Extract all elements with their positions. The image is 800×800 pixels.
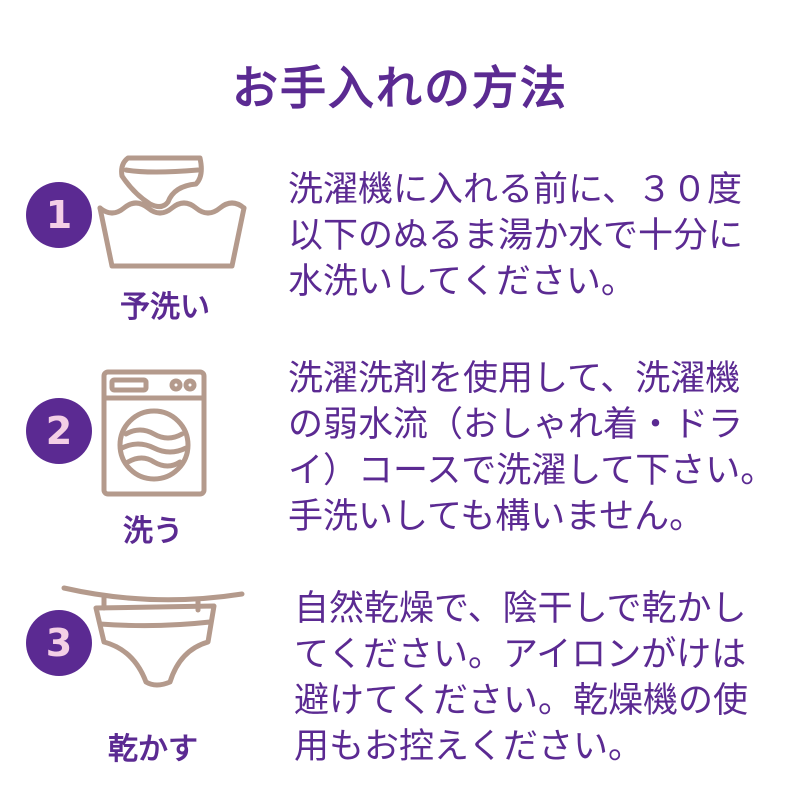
description-line: の弱水流（おしゃれ着・ドラ [288,405,744,445]
step-number-badge: 1 [26,182,92,248]
description-line: てください。アイロンがけは [294,635,747,675]
step-description: 洗濯洗剤を使用して、洗濯機 の弱水流（おしゃれ着・ドラ イ）コースで洗濯して下さ… [288,356,775,540]
basin-with-garment-icon [97,155,247,269]
step-2: 2 洗う 洗濯洗剤を使用して、洗濯機 の弱水流（おしゃれ着・ドラ イ）コースで洗… [0,0,800,549]
description-line: 洗濯機に入れる前に、３０度 [288,170,742,210]
step-caption: 予洗い [120,290,210,325]
page-title: お手入れの方法 [232,61,568,115]
description-line: 洗濯洗剤を使用して、洗濯機 [288,359,741,399]
description-line: 用もお控えください。 [294,727,643,767]
step-3: 3 乾かす 自然乾燥で、陰干しで乾かし てください。アイロンがけは 避けてくださ… [0,0,800,767]
step-caption: 洗う [123,514,183,549]
description-line: 水洗いしてください。 [288,262,636,302]
description-line: イ）コースで洗濯して下さい。 [288,451,776,491]
step-number-badge: 3 [26,610,92,676]
clothesline-garment-icon [61,585,245,688]
step-number-badge: 2 [26,398,92,464]
description-line: 自然乾燥で、陰干しで乾かし [294,589,747,629]
description-line: 手洗いしても構いません。 [288,497,705,537]
step-description: 洗濯機に入れる前に、３０度 以下のぬるま湯か水で十分に 水洗いしてください。 [288,167,743,305]
step-description: 自然乾燥で、陰干しで乾かし てください。アイロンがけは 避けてください。乾燥機の… [294,586,748,770]
step-1: 1 予洗い 洗濯機に入れる前に、３０度 以下のぬるま湯か水で十分に 水洗いしてく… [0,0,800,325]
description-line: 避けてください。乾燥機の使 [294,681,748,721]
step-caption: 乾かす [108,732,198,767]
description-line: 以下のぬるま湯か水で十分に [288,216,744,256]
washing-machine-icon [101,369,207,497]
